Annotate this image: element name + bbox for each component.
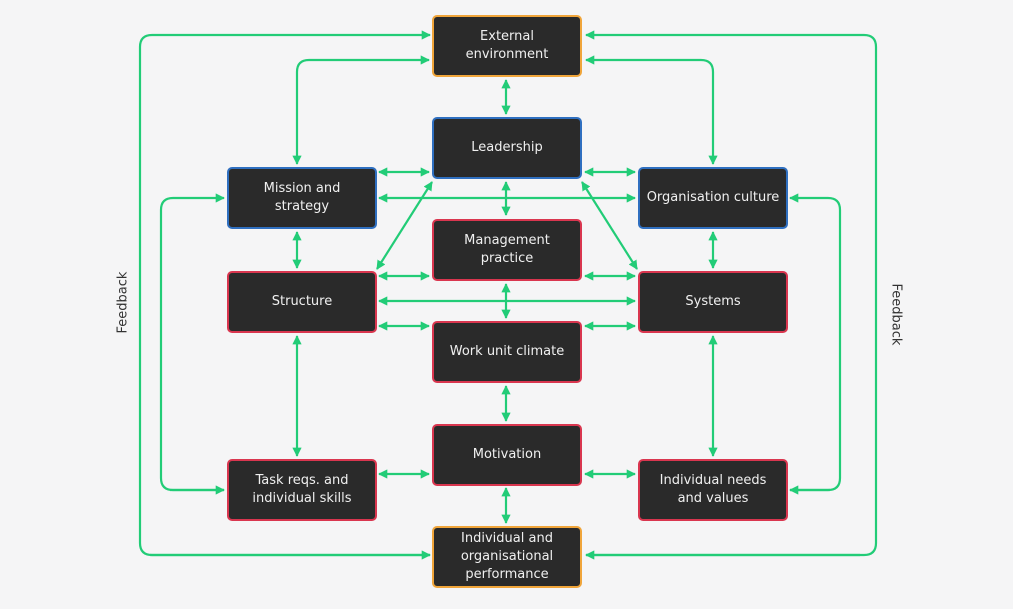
edge-external-culture [585,55,718,165]
node-task-requirements: Task reqs. and individual skills [227,459,377,521]
node-organisation-culture: Organisation culture [638,167,788,229]
feedback-label-right: Feedback [888,283,904,346]
node-leadership: Leadership [432,117,582,179]
node-mission-strategy: Mission and strategy [227,167,377,229]
node-management-practice: Management practice [432,219,582,281]
node-structure: Structure [227,271,377,333]
edge-external-mission [292,55,430,165]
edge-leadership-systems [581,181,638,270]
node-individual-needs: Individual needs and values [638,459,788,521]
feedback-loop-right-outer [585,30,878,557]
feedback-loop-left-outer [138,30,431,557]
edge-leadership-structure [376,181,433,270]
node-motivation: Motivation [432,424,582,486]
node-external-environment: External environment [432,15,582,77]
feedback-loop-left-inner [159,193,225,492]
feedback-loop-right-inner [789,193,842,492]
node-work-unit-climate: Work unit climate [432,321,582,383]
feedback-label-left: Feedback [115,271,131,334]
node-performance: Individual and organisational performanc… [432,526,582,588]
node-systems: Systems [638,271,788,333]
